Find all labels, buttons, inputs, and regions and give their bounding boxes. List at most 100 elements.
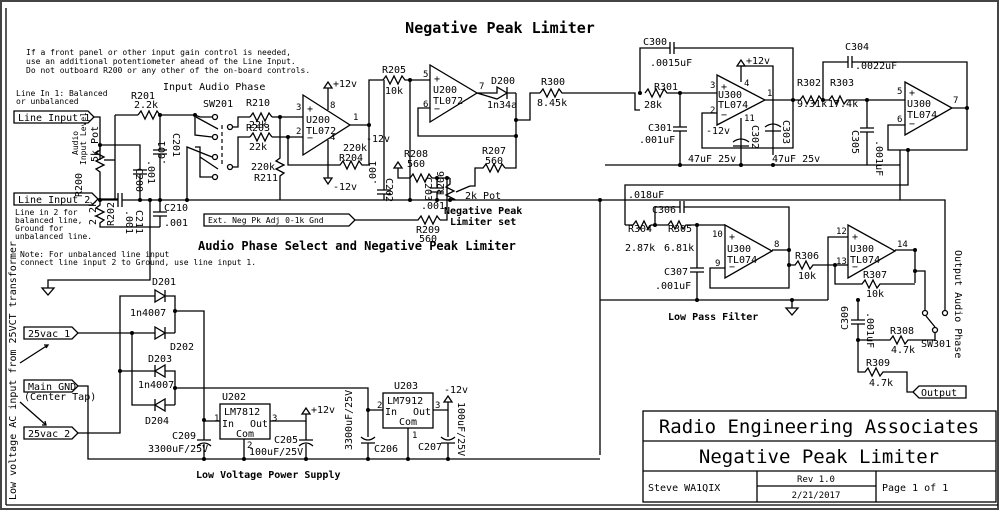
svg-text:100uF/25V: 100uF/25V: [455, 402, 466, 456]
svg-text:TL074: TL074: [850, 255, 880, 266]
svg-text:Com: Com: [399, 417, 417, 428]
svg-text:−: −: [852, 262, 858, 273]
svg-text:2: 2: [377, 401, 382, 411]
svg-text:10: 10: [712, 230, 723, 240]
svg-text:2: 2: [247, 441, 252, 451]
svg-text:.018uF: .018uF: [628, 190, 664, 201]
svg-text:SW301: SW301: [921, 339, 951, 350]
arrow-icon-2: [19, 401, 47, 426]
svg-text:10k: 10k: [385, 86, 403, 97]
svg-text:4.7k: 4.7k: [869, 378, 893, 389]
svg-text:2.2k: 2.2k: [88, 201, 99, 225]
svg-text:5: 5: [897, 87, 902, 97]
svg-text:D202: D202: [170, 342, 194, 353]
regulator-U202: U202 LM7812 In Out Com 1 3 2: [214, 392, 277, 451]
capacitor-C303: C303 47uF 25v: [764, 120, 820, 165]
svg-text:+: +: [307, 104, 313, 115]
svg-text:3: 3: [435, 401, 440, 411]
resistor-R205: R205 10k: [382, 65, 420, 97]
title-block: Radio Engineering Associates Negative Pe…: [642, 410, 997, 503]
note-line-in-2d: unbalanced line.: [15, 232, 92, 241]
svg-text:+: +: [909, 88, 915, 99]
svg-text:R307: R307: [863, 270, 887, 281]
capacitor-C201: C201 .001: [153, 115, 181, 200]
resistor-R209: R209 560: [355, 214, 441, 245]
svg-text:C306: C306: [652, 205, 676, 216]
svg-text:TL074: TL074: [718, 100, 748, 111]
svg-text:1: 1: [353, 113, 358, 123]
svg-text:R305: R305: [668, 224, 692, 235]
diode-D201: D201 1n4007: [130, 277, 176, 333]
svg-text:.0022uF: .0022uF: [855, 61, 897, 72]
company-name: Radio Engineering Associates: [659, 416, 979, 438]
svg-text:9: 9: [715, 259, 720, 269]
page-number: Page 1 of 1: [882, 483, 948, 494]
svg-text:C207: C207: [418, 442, 442, 453]
ext-neg-pk-adj-connector[interactable]: Ext. Neg Pk Adj 0-1k Gnd: [203, 213, 356, 227]
svg-text:U200: U200: [306, 115, 330, 126]
svg-text:7: 7: [479, 82, 484, 92]
svg-text:.001: .001: [164, 218, 188, 229]
resistor-R304: R304 2.87k: [625, 219, 655, 254]
note-line-in-1a: Line In 1: Balanced: [16, 89, 108, 98]
switch-SW201[interactable]: SW201: [195, 99, 234, 181]
svg-text:(Center Tap): (Center Tap): [24, 392, 96, 403]
svg-text:6: 6: [897, 115, 902, 125]
svg-text:R201: R201: [131, 91, 155, 102]
svg-text:R209: R209: [416, 225, 440, 236]
svg-text:2.87k: 2.87k: [625, 243, 655, 254]
svg-text:3: 3: [710, 81, 715, 91]
svg-text:4.7k: 4.7k: [891, 345, 915, 356]
capacitor-C202: .001 C202: [368, 79, 394, 202]
vac2-connector[interactable]: 25vac 2: [23, 426, 79, 440]
svg-text:+: +: [721, 82, 727, 93]
main-gnd-connector[interactable]: Main GND (Center Tap): [23, 379, 96, 403]
svg-text:In: In: [222, 419, 234, 430]
svg-text:25vac 2: 25vac 2: [28, 429, 70, 440]
note-line-in-2a: Line in 2 for: [15, 208, 78, 217]
section-psu: Low Voltage Power Supply: [196, 470, 341, 481]
pot-R206[interactable]: R206 2k Pot: [436, 171, 501, 202]
svg-text:R302: R302: [797, 78, 821, 89]
diode-D203: D203 1n4007: [138, 354, 176, 405]
resistor-R305: R305 6.81k: [655, 219, 725, 254]
resistor-R301: R301 28k: [644, 82, 717, 111]
svg-text:4: 4: [330, 133, 335, 143]
svg-text:D200: D200: [491, 76, 515, 87]
output-connector[interactable]: Output: [912, 385, 967, 399]
svg-text:1: 1: [412, 431, 417, 441]
svg-text:R309: R309: [866, 358, 890, 369]
resistor-R210: R210 22k: [246, 98, 273, 131]
switch-SW301[interactable]: SW301: [921, 309, 951, 351]
line-input-1-connector[interactable]: Line Input 1: [13, 110, 95, 124]
svg-text:Audio: Audio: [71, 131, 80, 155]
svg-text:2: 2: [710, 106, 715, 116]
regulator-U203: U203 LM7912 In Out Com 2 3 1: [377, 381, 440, 441]
capacitor-C203: C203 .001: [421, 177, 445, 212]
svg-text:D204: D204: [145, 416, 169, 427]
svg-text:25vac 1: 25vac 1: [28, 329, 70, 340]
svg-text:Ext. Neg Pk Adj 0-1k Gnd: Ext. Neg Pk Adj 0-1k Gnd: [208, 216, 324, 225]
svg-text:220k: 220k: [251, 162, 275, 173]
svg-text:8.45k: 8.45k: [537, 98, 567, 109]
svg-text:47uF 25v: 47uF 25v: [688, 154, 736, 165]
resistor-R307: R307 10k: [834, 265, 915, 300]
capacitor-C304: C304 .0022uF: [822, 42, 968, 108]
pot-R200[interactable]: R200 5k Pot Audio Input Level: [71, 112, 115, 200]
neg-peak-set-1: Negative Peak: [444, 205, 522, 217]
svg-text:13: 13: [836, 257, 847, 267]
capacitor-C210: C210 .001: [153, 200, 188, 229]
capacitor-C206: 3300uF/25V C206: [344, 390, 398, 459]
capacitor-C302: C302 47uF 25v: [688, 125, 760, 165]
svg-text:1n34a: 1n34a: [487, 100, 517, 111]
svg-text:LM7912: LM7912: [387, 396, 423, 407]
vac1-connector[interactable]: 25vac 1: [23, 326, 79, 340]
svg-text:U300: U300: [718, 90, 742, 101]
line-input-2-connector[interactable]: Line Input 2: [13, 192, 99, 206]
svg-text:C303: C303: [780, 120, 791, 144]
date: 2/21/2017: [792, 491, 841, 501]
svg-text:5: 5: [423, 70, 428, 80]
capacitor-C209: C209 3300uF/25V: [148, 420, 212, 459]
svg-text:−: −: [434, 104, 440, 115]
